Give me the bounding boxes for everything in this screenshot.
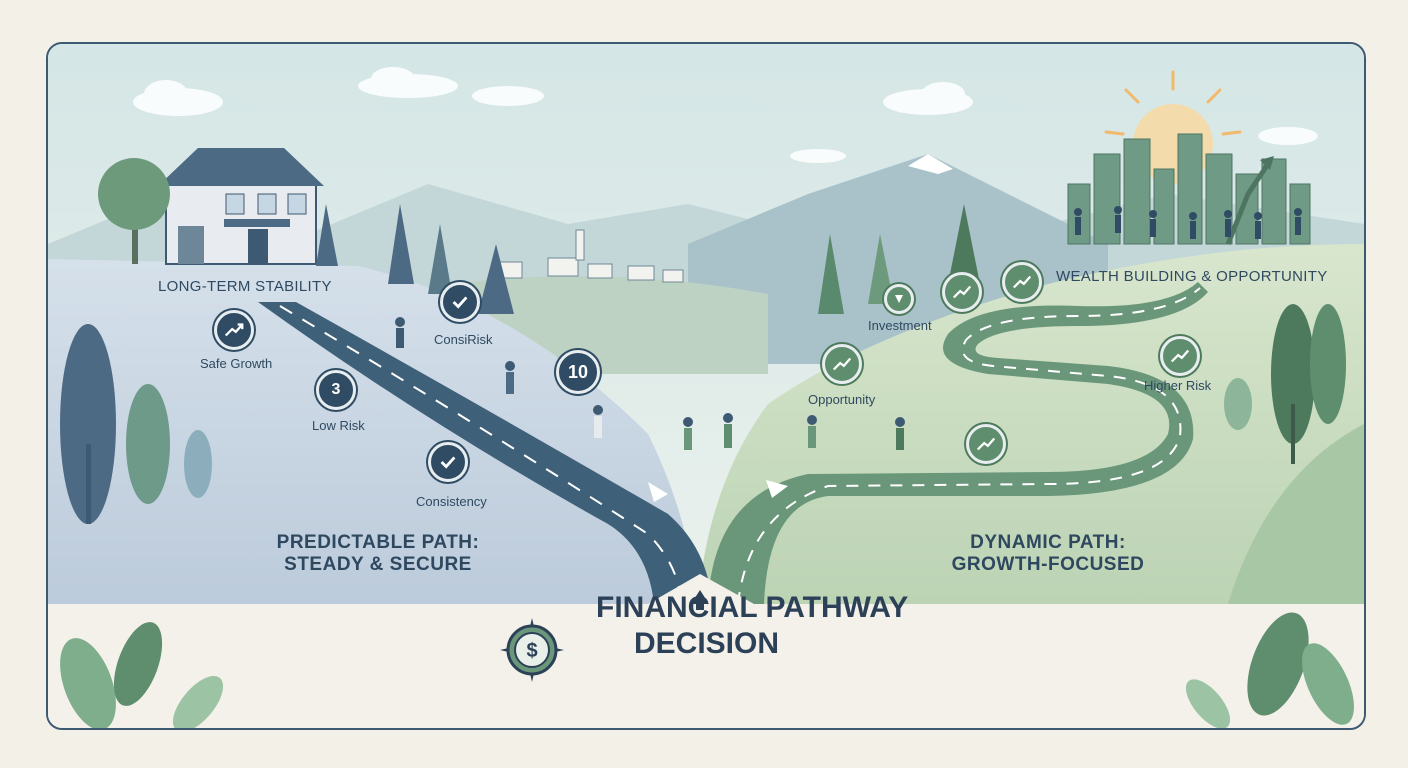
investment-marker — [884, 284, 914, 314]
left-road — [258, 302, 712, 604]
check-icon — [452, 296, 468, 309]
trend-up-icon — [952, 285, 972, 299]
trees-left — [60, 158, 514, 524]
illustration-frame: $ LONG-TERM STABILITY Safe Growth 3 Low … — [46, 42, 1366, 730]
low-risk-marker: 3 — [316, 370, 356, 410]
consistency-marker — [428, 442, 468, 482]
trend-up-icon — [832, 357, 852, 371]
walkers — [395, 317, 905, 450]
trend-up-icon — [976, 437, 996, 451]
wealth-building-heading: WEALTH BUILDING & OPPORTUNITY — [1056, 268, 1328, 285]
title-line-1: FINANCIAL PATHWAY — [596, 591, 909, 624]
title-block: FINANCIAL PATHWAY DECISION — [596, 590, 908, 662]
trees-right — [818, 204, 1346, 464]
svg-text:$: $ — [526, 640, 537, 662]
right-road — [708, 282, 1208, 604]
compass-icon: $ — [500, 618, 564, 682]
ten-marker: 10 — [556, 350, 600, 394]
higher-risk-marker — [1160, 336, 1200, 376]
trend-up-icon — [224, 323, 244, 337]
opportunity-label: Opportunity — [808, 392, 876, 407]
clouds — [133, 67, 1318, 163]
house — [158, 148, 324, 265]
low-risk-label: Low Risk — [312, 418, 365, 433]
title-line-2: DECISION — [634, 627, 780, 660]
predictable-path-label: PREDICTABLE PATH: STEADY & SECURE — [276, 532, 480, 575]
scene-illustration: $ — [48, 44, 1364, 728]
higher-risk-label: Higher Risk — [1144, 378, 1212, 393]
arrow-icon — [895, 295, 903, 303]
consirisk-label: ConsiRisk — [434, 332, 493, 347]
foliage — [60, 612, 1354, 728]
growth-marker-3 — [966, 424, 1006, 464]
investment-label: Investment — [868, 318, 932, 333]
safe-growth-marker — [214, 310, 254, 350]
village — [497, 229, 684, 283]
page-title: FINANCIAL PATHWAY DECISION — [596, 590, 908, 662]
opportunity-marker — [822, 344, 862, 384]
check-icon — [440, 456, 456, 469]
long-term-stability-heading: LONG-TERM STABILITY — [158, 278, 332, 295]
dynamic-path-label: DYNAMIC PATH: GROWTH-FOCUSED — [951, 532, 1145, 575]
consistency-label: Consistency — [416, 494, 487, 509]
growth-marker-2 — [1002, 262, 1042, 302]
safe-growth-label: Safe Growth — [200, 356, 273, 371]
trend-up-icon — [1170, 349, 1190, 363]
celebrating-people — [1074, 206, 1302, 239]
trend-up-icon — [1012, 275, 1032, 289]
growth-marker-1 — [942, 272, 982, 312]
consirisk-marker — [440, 282, 480, 322]
